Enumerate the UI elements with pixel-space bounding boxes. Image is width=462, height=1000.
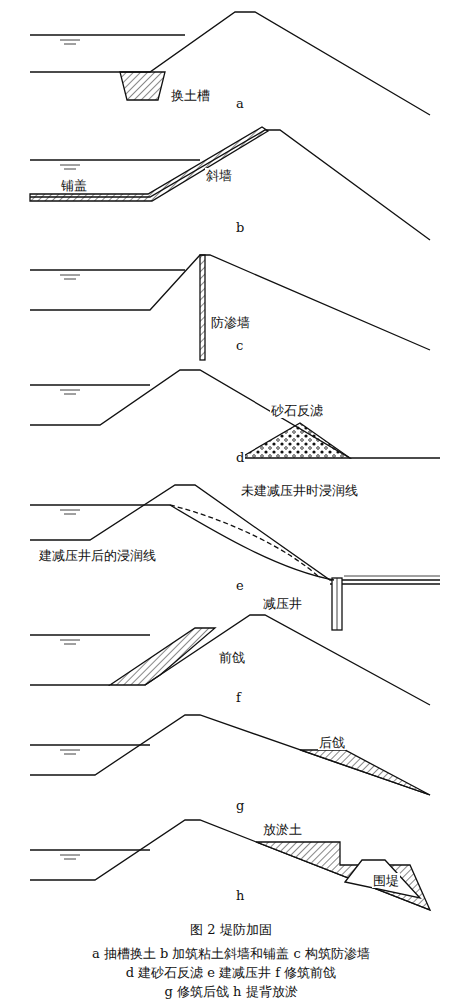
callout-label: 前戗 [218,650,246,665]
panel-letter: e [235,578,245,593]
callout-label: 建减压井后的浸润线 [38,548,157,563]
callout-label: 砂石反滤 [270,403,324,418]
callout-label: 铺盖 [60,178,88,193]
panel-letter: f [235,690,242,705]
callout-label: 斜墙 [205,168,233,183]
caption-line: a 抽槽换土 b 加筑粘土斜墙和铺盖 c 构筑防渗墙 [0,946,462,962]
callout-label: 防渗墙 [210,315,251,330]
panel-letter: c [235,338,244,353]
callout-label: 换土槽 [170,88,211,103]
panel-letter: a [235,96,245,111]
panel-letter: g [235,798,245,813]
callout-label: 减压井 [262,596,303,611]
panel-letter: d [235,450,245,465]
caption-line: g 修筑后戗 h 提背放淤 [0,984,462,1000]
caption-line: d 建砂石反滤 e 建减压井 f 修筑前戗 [0,965,462,981]
panel-letter: h [235,888,245,903]
callout-label: 后戗 [318,735,346,750]
figure-caption: 图 2 堤防加固 [0,922,462,938]
callout-label: 围堤 [372,873,400,888]
callout-label: 放淤土 [262,822,303,837]
panel-letter: b [235,220,245,235]
callout-label: 未建减压井时浸润线 [240,483,359,498]
